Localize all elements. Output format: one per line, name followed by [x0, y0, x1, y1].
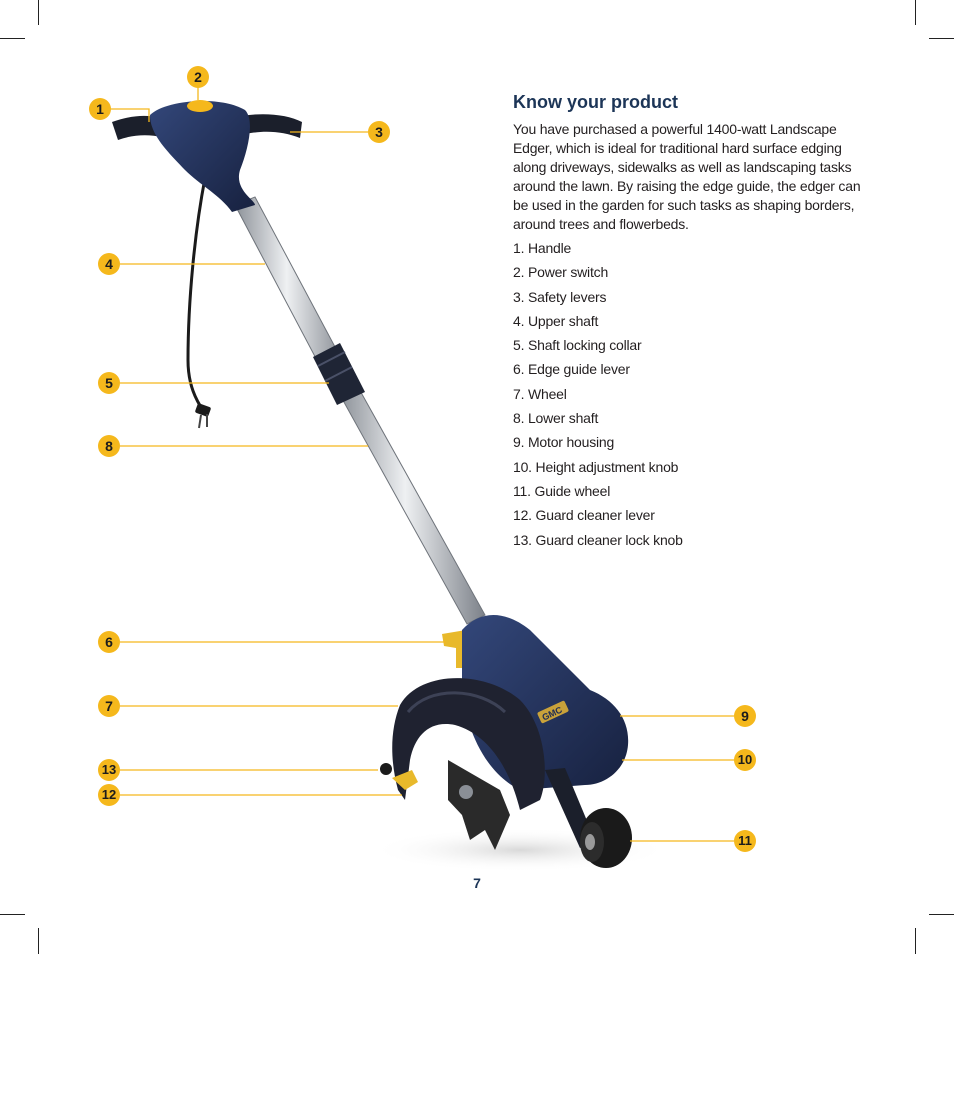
parts-list-item: 8. Lower shaft	[513, 410, 599, 427]
power-cord	[186, 177, 207, 413]
parts-list-item: 6. Edge guide lever	[513, 361, 630, 378]
leader-lines	[111, 87, 734, 842]
parts-list-item: 7. Wheel	[513, 385, 567, 402]
parts-list-item: 1. Handle	[513, 240, 572, 256]
callout-7: 7	[98, 695, 120, 717]
callout-4: 4	[98, 253, 120, 275]
parts-list-item: 12. Guard cleaner lever	[513, 507, 655, 524]
crop-mark	[0, 914, 25, 915]
parts-list-item: 5. Shaft locking collar	[513, 337, 642, 354]
crop-mark	[38, 928, 39, 954]
crop-mark	[0, 38, 25, 39]
parts-list-item: 2. Power switch	[513, 264, 609, 281]
crop-mark	[38, 0, 39, 25]
callout-2: 2	[187, 66, 209, 88]
parts-list-item: 13. Guard cleaner lock knob	[513, 531, 683, 548]
guard-cleaner-lock-knob	[380, 763, 392, 775]
blade	[448, 760, 510, 850]
callout-10: 10	[734, 749, 756, 771]
guard-cleaner-lever	[392, 770, 418, 790]
blade-guard	[392, 678, 545, 810]
callout-12: 12	[98, 784, 120, 806]
callout-1: 1	[89, 98, 111, 120]
guide-wheel	[580, 808, 632, 868]
crop-mark	[915, 928, 916, 954]
callout-5: 5	[98, 372, 120, 394]
lower-shaft	[339, 386, 486, 625]
parts-list-item: 4. Upper shaft	[513, 312, 599, 329]
parts-list-item: 10. Height adjustment knob	[513, 458, 679, 475]
parts-list-item: 9. Motor housing	[513, 434, 615, 451]
crop-mark	[929, 914, 954, 915]
parts-list-item: 3. Safety levers	[513, 288, 607, 305]
parts-list-item: 11. Guide wheel	[513, 482, 611, 499]
crop-mark	[929, 38, 954, 39]
crop-mark	[915, 0, 916, 25]
page-number: 7	[473, 875, 481, 891]
callout-13: 13	[98, 759, 120, 781]
callout-3: 3	[368, 121, 390, 143]
callout-9: 9	[734, 705, 756, 727]
callout-8: 8	[98, 435, 120, 457]
parts-list: 1. Handle 2. Power switch 3. Safety leve…	[513, 239, 683, 555]
callout-6: 6	[98, 631, 120, 653]
section-title: Know your product	[513, 92, 678, 112]
handle	[112, 100, 302, 212]
callout-11: 11	[734, 830, 756, 852]
shaft-locking-collar	[313, 343, 365, 405]
intro-paragraph: You have purchased a powerful 1400-watt …	[513, 121, 861, 232]
plug-icon	[195, 403, 211, 429]
